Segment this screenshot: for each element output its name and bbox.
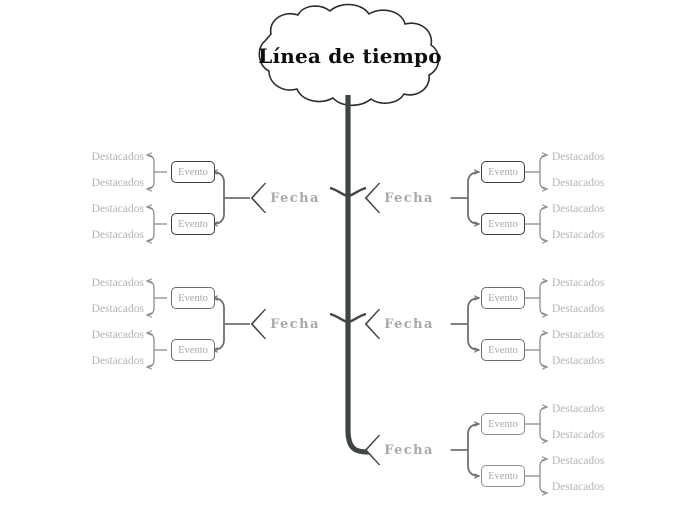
highlight-right-row1-1b[interactable]: Destacados — [552, 177, 605, 189]
highlight-left-row1-1a[interactable]: Destacados — [91, 151, 144, 163]
date-node-left-row2[interactable]: Fecha — [253, 309, 337, 339]
date-node-right-row2[interactable]: Fecha — [367, 309, 451, 339]
highlight-right-row1-2b[interactable]: Destacados — [552, 229, 605, 241]
event-node-right-row2-2[interactable]: Evento — [481, 339, 525, 361]
root-node-title: Línea de tiempo — [258, 44, 442, 68]
highlight-right-row3-2b[interactable]: Destacados — [552, 481, 605, 493]
event-node-left-row2-1[interactable]: Evento — [171, 287, 215, 309]
highlight-left-row2-2a[interactable]: Destacados — [91, 329, 144, 341]
event-node-right-row3-1[interactable]: Evento — [481, 413, 525, 435]
highlight-right-row2-2b[interactable]: Destacados — [552, 355, 605, 367]
date-node-right-row3[interactable]: Fecha — [367, 435, 451, 465]
highlight-left-row1-2b[interactable]: Destacados — [91, 229, 144, 241]
event-node-right-row1-1[interactable]: Evento — [481, 161, 525, 183]
event-node-right-row2-1[interactable]: Evento — [481, 287, 525, 309]
highlight-right-row2-2a[interactable]: Destacados — [552, 329, 605, 341]
event-node-left-row1-2[interactable]: Evento — [171, 213, 215, 235]
highlight-right-row2-1b[interactable]: Destacados — [552, 303, 605, 315]
highlight-right-row2-1a[interactable]: Destacados — [552, 277, 605, 289]
event-node-right-row3-2[interactable]: Evento — [481, 465, 525, 487]
highlight-left-row2-2b[interactable]: Destacados — [91, 355, 144, 367]
highlight-left-row1-2a[interactable]: Destacados — [91, 203, 144, 215]
highlight-right-row3-1a[interactable]: Destacados — [552, 403, 605, 415]
date-node-right-row1[interactable]: Fecha — [367, 183, 451, 213]
highlight-right-row1-2a[interactable]: Destacados — [552, 203, 605, 215]
highlight-left-row2-1a[interactable]: Destacados — [91, 277, 144, 289]
highlight-left-row1-1b[interactable]: Destacados — [91, 177, 144, 189]
event-node-left-row2-2[interactable]: Evento — [171, 339, 215, 361]
highlight-right-row1-1a[interactable]: Destacados — [552, 151, 605, 163]
root-node-cloud[interactable]: Línea de tiempo — [215, 12, 485, 100]
highlight-right-row3-2a[interactable]: Destacados — [552, 455, 605, 467]
event-node-left-row1-1[interactable]: Evento — [171, 161, 215, 183]
highlight-right-row3-1b[interactable]: Destacados — [552, 429, 605, 441]
highlight-left-row2-1b[interactable]: Destacados — [91, 303, 144, 315]
trunk-spine — [345, 95, 373, 455]
event-node-right-row1-2[interactable]: Evento — [481, 213, 525, 235]
date-node-left-row1[interactable]: Fecha — [253, 183, 337, 213]
